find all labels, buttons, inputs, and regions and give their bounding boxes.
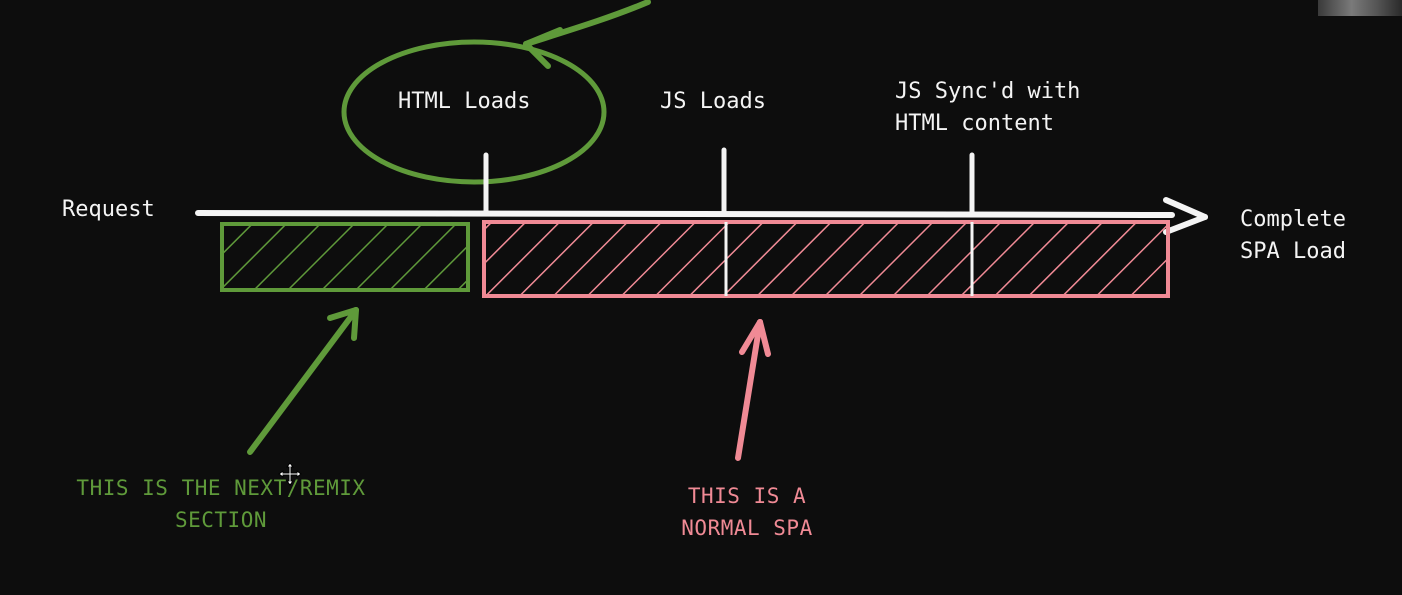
move-cursor-icon: [278, 462, 302, 486]
timeline-arrowhead: [1163, 197, 1208, 235]
top-arrow: [523, 0, 651, 69]
label-js-synced: JS Sync'd with HTML content: [895, 79, 1081, 136]
webcam-thumbnail: [1318, 0, 1402, 16]
green-arrow: [247, 307, 359, 455]
pink-arrow: [735, 319, 771, 461]
label-js-loads: JS Loads: [660, 89, 766, 114]
caption-normal-spa: THIS IS A NORMAL SPA: [681, 484, 813, 540]
label-html-loads: HTML Loads: [398, 89, 531, 114]
caption-next-remix: THIS IS THE NEXT/REMIX SECTION: [76, 476, 366, 532]
timeline-line: [195, 210, 1175, 218]
segment-next-remix: [220, 222, 470, 292]
segment-normal-spa: [482, 220, 1170, 298]
label-request: Request: [62, 197, 155, 222]
label-complete-spa-load: Complete SPA Load: [1240, 207, 1346, 264]
highlight-circle: [341, 39, 607, 185]
